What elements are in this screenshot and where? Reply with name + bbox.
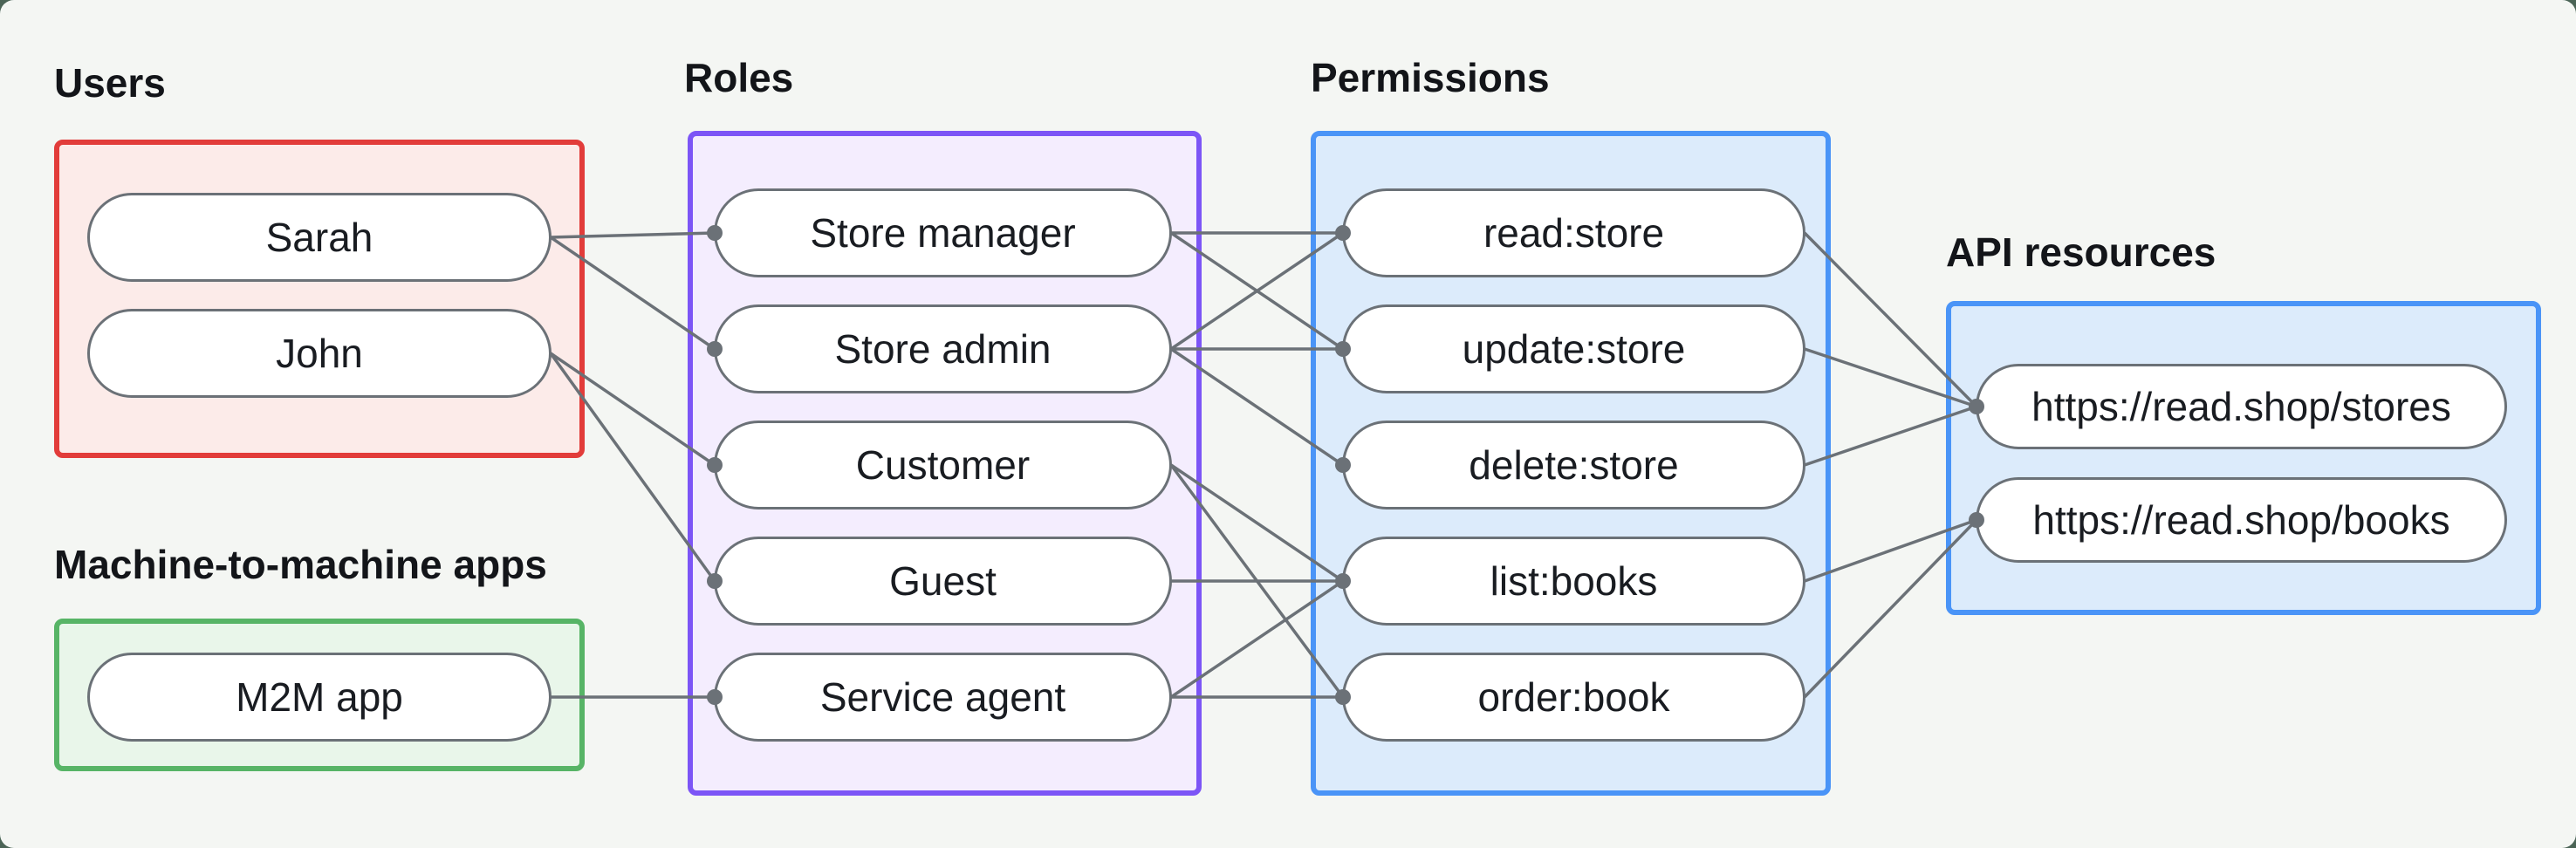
node-order-book: order:book [1342, 653, 1805, 742]
node-customer: Customer [714, 421, 1172, 509]
api-resources-group-box [1946, 301, 2541, 615]
node-delete-store: delete:store [1342, 421, 1805, 509]
node-update-store: update:store [1342, 304, 1805, 393]
users-group-box [54, 140, 585, 458]
node-list-books: list:books [1342, 537, 1805, 626]
node-read-store: read:store [1342, 188, 1805, 277]
users-group-label: Users [54, 60, 166, 106]
node-john: John [87, 309, 552, 398]
node-api-stores: https://read.shop/stores [1976, 364, 2507, 449]
permissions-group-label: Permissions [1311, 55, 1550, 100]
node-service-agent: Service agent [714, 653, 1172, 742]
api-resources-group-label: API resources [1946, 229, 2216, 275]
node-store-admin: Store admin [714, 304, 1172, 393]
node-guest: Guest [714, 537, 1172, 626]
node-m2m-app: M2M app [87, 653, 552, 742]
node-sarah: Sarah [87, 193, 552, 282]
m2m-group-label: Machine-to-machine apps [54, 542, 547, 587]
node-api-books: https://read.shop/books [1976, 477, 2507, 563]
node-store-manager: Store manager [714, 188, 1172, 277]
roles-group-label: Roles [684, 55, 794, 100]
